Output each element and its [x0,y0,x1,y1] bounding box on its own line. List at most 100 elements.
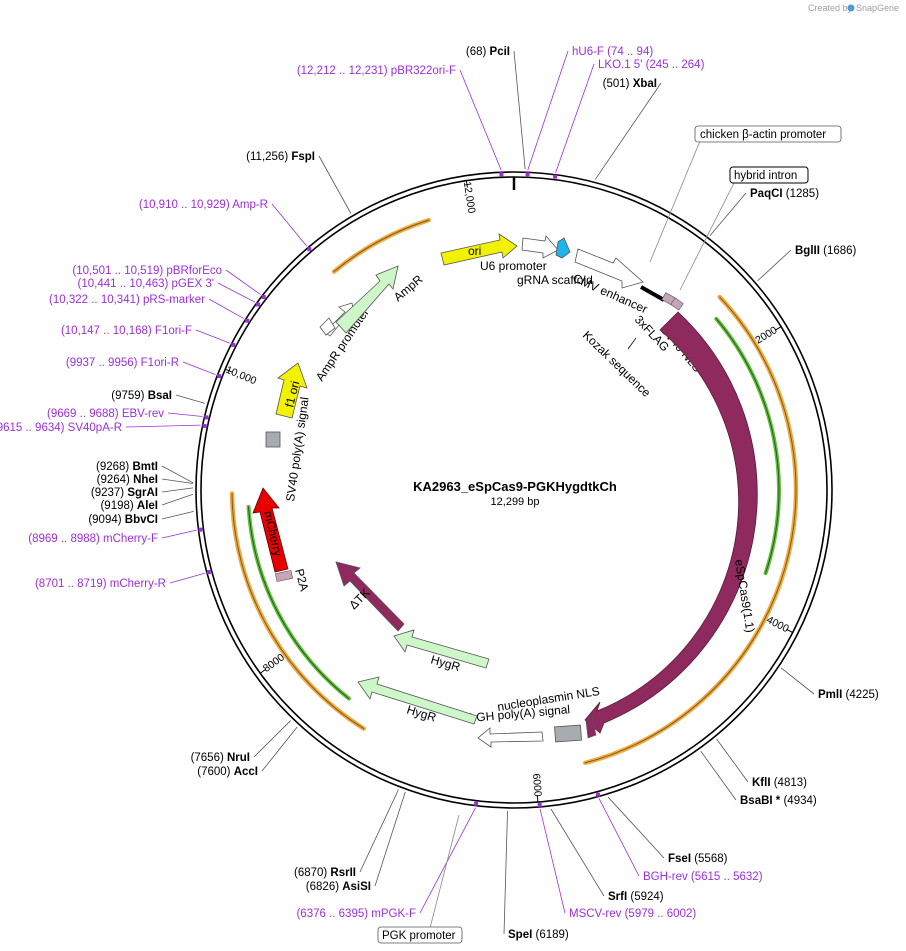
f1-ori-arrow[interactable] [275,362,308,419]
flag-box[interactable] [670,297,684,311]
u6-promoter-arrow[interactable] [521,235,559,259]
primer-site-12[interactable]: (8701 .. 8719) mCherry-R [35,578,166,590]
primer-site-14[interactable]: MSCV-rev (5979 .. 6002) [569,908,696,920]
enzyme-site-11[interactable]: (6826) AsiSI [306,881,371,893]
primer-site-11[interactable]: (8969 .. 8988) mCherry-F [28,533,158,545]
hybrid-intron-box[interactable] [729,166,809,184]
enzyme-site-9[interactable]: SpeI (6189) [508,929,569,941]
ori-arrow[interactable] [440,233,518,266]
cmv-enhancer-arrow[interactable] [574,248,644,289]
enzyme-name: PaqCI [750,188,783,200]
enzyme-site-4[interactable]: PmlI (4225) [818,689,879,701]
enzyme-name: SrfI [608,891,627,903]
enzyme-site-0[interactable]: (68) PciI [466,46,510,58]
primer-leader [459,69,502,171]
primer-site-4[interactable]: (10,501 .. 10,519) pBRforEco [72,265,222,277]
enzyme-name: BsaBI * [740,795,781,807]
primer-leader [271,203,308,247]
primer-site-marker [245,318,250,323]
primer-leader [167,412,203,417]
tick-mark [536,795,539,803]
snapgene-logo-icon [847,4,855,12]
primer-site-marker [204,415,209,420]
primer-leader [161,529,197,539]
mcherry-arrow[interactable] [252,487,289,573]
ampr-arrow[interactable] [335,265,399,334]
primer-leader [182,361,216,376]
enzyme-name: XbaI [633,78,657,90]
p2a-label: P2A [292,567,311,593]
primer-leader [208,298,244,319]
enzyme-site-3[interactable]: BglII (1686) [795,245,857,257]
nucleoplasmin-nls-arrow[interactable] [585,716,597,739]
pgk-promoter-leader [429,814,460,929]
enzyme-position: (11,256) [246,151,291,163]
chicken-actin-label: chicken β-actin promoter [700,129,826,141]
enzyme-site-18[interactable]: (9268) BmtI [96,461,158,473]
enzyme-site-6[interactable]: BsaBI * (4934) [740,795,817,807]
enzyme-site-14[interactable]: (9094) BbvCI [88,514,158,526]
enzyme-site-19[interactable]: (9759) BsaI [111,390,172,402]
dtk-arrow[interactable] [335,561,405,632]
primer-site-1[interactable]: LKO.1 5' (245 .. 264) [598,59,705,71]
primer-site-marker [307,247,312,252]
enzyme-site-7[interactable]: FseI (5568) [668,853,728,865]
pgk-promoter-box[interactable] [377,926,463,944]
enzyme-site-10[interactable]: (6870) RsrII [294,867,356,879]
primer-site-15[interactable]: BGH-rev (5615 .. 5632) [643,871,763,883]
enzyme-name: AccI [234,766,258,778]
enzyme-name: PciI [490,46,510,58]
primer-site-7[interactable]: (10,147 .. 10,168) F1ori-F [61,325,192,337]
enzyme-site-16[interactable]: (9237) SgrAI [91,487,158,499]
cas9-arrow[interactable] [584,311,758,734]
ori-label: ori [468,244,481,258]
primer-site-marker [206,570,211,575]
bgh-polya-box[interactable] [554,724,582,743]
credit-prefix: Created by [808,3,853,13]
tick-label: 4000 [765,614,791,635]
primer-site-9[interactable]: (9669 .. 9688) EBV-rev [47,408,164,420]
primer-site-2[interactable]: (12,212 .. 12,231) pBR322ori-F [297,65,456,77]
enzyme-leader [175,394,206,404]
enzyme-site-12[interactable]: (7656) NruI [191,752,250,764]
enzyme-position: (68) [466,46,490,58]
pgk-promoter-arrow[interactable] [477,727,544,748]
grna-scaffold-arrow[interactable] [555,237,571,259]
enzyme-site-1[interactable]: (501) XbaI [603,78,657,90]
enzyme-leader [503,810,508,935]
enzyme-name: KflI [752,777,771,789]
enzyme-site-17[interactable]: (9264) NheI [97,474,158,486]
primer-site-marker [525,172,530,177]
primer-site-marker [198,527,203,532]
primer-site-0[interactable]: hU6-F (74 .. 94) [572,46,653,58]
enzyme-leader [374,791,406,887]
enzyme-site-20[interactable]: (11,256) FspI [246,151,315,163]
primer-site-marker [217,374,222,379]
primer-leader [419,807,476,914]
enzyme-site-2[interactable]: PaqCI (1285) [750,188,819,200]
primer-site-13[interactable]: (6376 .. 6395) mPGK-F [296,908,416,920]
p2a-box[interactable] [274,570,294,582]
enzyme-leader [161,478,194,484]
enzyme-position: (6870) [294,867,330,879]
enzyme-site-13[interactable]: (7600) AccI [197,766,258,778]
sv40-polya-box[interactable] [265,431,281,448]
tick-label: 10,000 [224,364,258,388]
primer-site-3[interactable]: (10,910 .. 10,929) Amp-R [139,199,268,211]
hygr-arrow-outer[interactable] [357,676,478,725]
enzyme-site-15[interactable]: (9198) AleI [100,500,158,512]
enzyme-name: SgrAI [127,487,158,499]
chicken-actin-box[interactable] [694,125,842,143]
primer-site-8[interactable]: (9937 .. 9956) F1ori-R [66,357,179,369]
enzyme-leader [513,50,526,170]
tick-mark [786,628,793,633]
primer-leader [169,572,206,584]
primer-site-10[interactable]: (9615 .. 9634) SV40pA-R [0,422,122,434]
primer-site-6[interactable]: (10,322 .. 10,341) pRS-marker [49,294,205,306]
hygr-arrow-inner[interactable] [393,629,490,669]
enzyme-site-8[interactable]: SrfI (5924) [608,891,664,903]
kozak-label: Kozak sequence [580,328,654,400]
enzyme-site-5[interactable]: KflI (4813) [752,777,807,789]
chicken-actin-leader [649,140,701,263]
primer-site-5[interactable]: (10,441 .. 10,463) pGEX 3' [78,278,214,290]
